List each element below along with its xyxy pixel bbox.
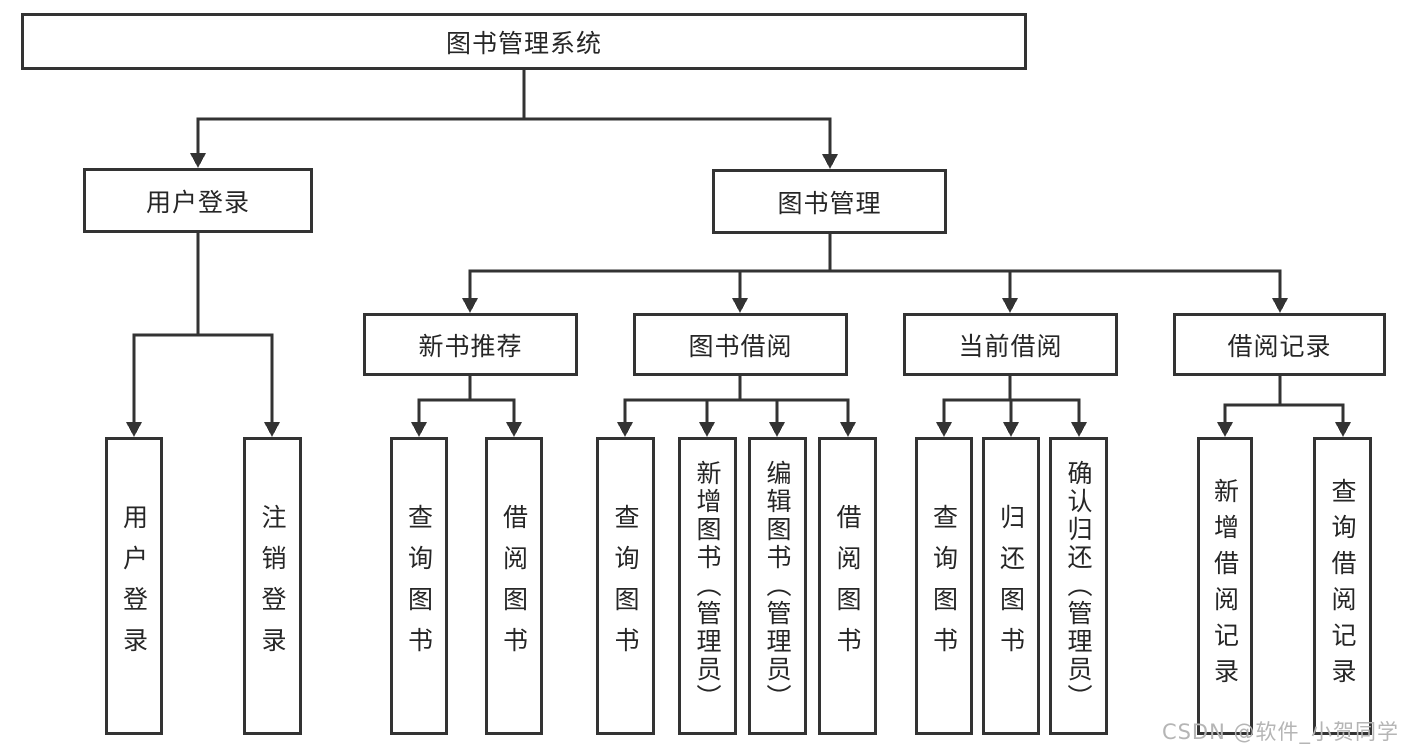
node-book-borrowing: 图书借阅: [633, 313, 848, 376]
connector-book-borrowing-children: [617, 376, 856, 437]
leaf-borrowing-add-books-admin: 新增图书（管理员）: [678, 437, 737, 735]
leaf-current-confirm-return-admin-label: 确认归还（管理员）: [1064, 460, 1093, 712]
leaf-current-return-books-label: 归还图书: [996, 504, 1026, 668]
node-borrowing-records: 借阅记录: [1173, 313, 1386, 376]
leaf-borrowing-edit-books-admin-label: 编辑图书（管理员）: [763, 460, 792, 712]
leaf-user-login: 用户登录: [105, 437, 163, 735]
leaf-recommend-borrow-books-label: 借阅图书: [499, 504, 529, 668]
leaf-current-query-books-label: 查询图书: [929, 504, 959, 668]
leaf-user-login-label: 用户登录: [119, 504, 149, 668]
connector-root-to-level2: [190, 70, 838, 169]
csdn-watermark: CSDN @软件_小贺同学: [1161, 720, 1399, 744]
leaf-borrowing-query-books: 查询图书: [596, 437, 655, 735]
node-new-book-recommend: 新书推荐: [363, 313, 578, 376]
leaf-current-confirm-return-admin: 确认归还（管理员）: [1049, 437, 1108, 735]
leaf-borrowing-borrow-books: 借阅图书: [818, 437, 877, 735]
leaf-current-return-books: 归还图书: [982, 437, 1040, 735]
connector-current-borrowing-children: [936, 376, 1087, 437]
connector-user-login-children: [126, 233, 280, 437]
leaf-records-query-record-label: 查询借阅记录: [1328, 478, 1357, 694]
leaf-borrowing-edit-books-admin: 编辑图书（管理员）: [748, 437, 807, 735]
leaf-records-add-record-label: 新增借阅记录: [1210, 478, 1240, 694]
leaf-recommend-query-books: 查询图书: [390, 437, 448, 735]
node-current-borrowing: 当前借阅: [903, 313, 1118, 376]
leaf-records-add-record: 新增借阅记录: [1197, 437, 1253, 735]
leaf-recommend-borrow-books: 借阅图书: [485, 437, 543, 735]
leaf-logout-login-label: 注销登录: [258, 504, 287, 668]
leaf-logout-login: 注销登录: [243, 437, 302, 735]
node-user-login: 用户登录: [83, 168, 313, 233]
node-book-management: 图书管理: [712, 169, 947, 234]
leaf-records-query-record: 查询借阅记录: [1313, 437, 1372, 735]
leaf-recommend-query-books-label: 查询图书: [404, 504, 434, 668]
leaf-borrowing-add-books-admin-label: 新增图书（管理员）: [693, 460, 722, 712]
leaf-borrowing-borrow-books-label: 借阅图书: [833, 504, 862, 668]
connector-book-management-children: [462, 234, 1288, 313]
leaf-current-query-books: 查询图书: [915, 437, 973, 735]
connector-new-book-children: [411, 376, 522, 437]
connector-borrowing-records-children: [1217, 376, 1351, 437]
node-root-system: 图书管理系统: [21, 13, 1027, 70]
leaf-borrowing-query-books-label: 查询图书: [611, 504, 640, 668]
